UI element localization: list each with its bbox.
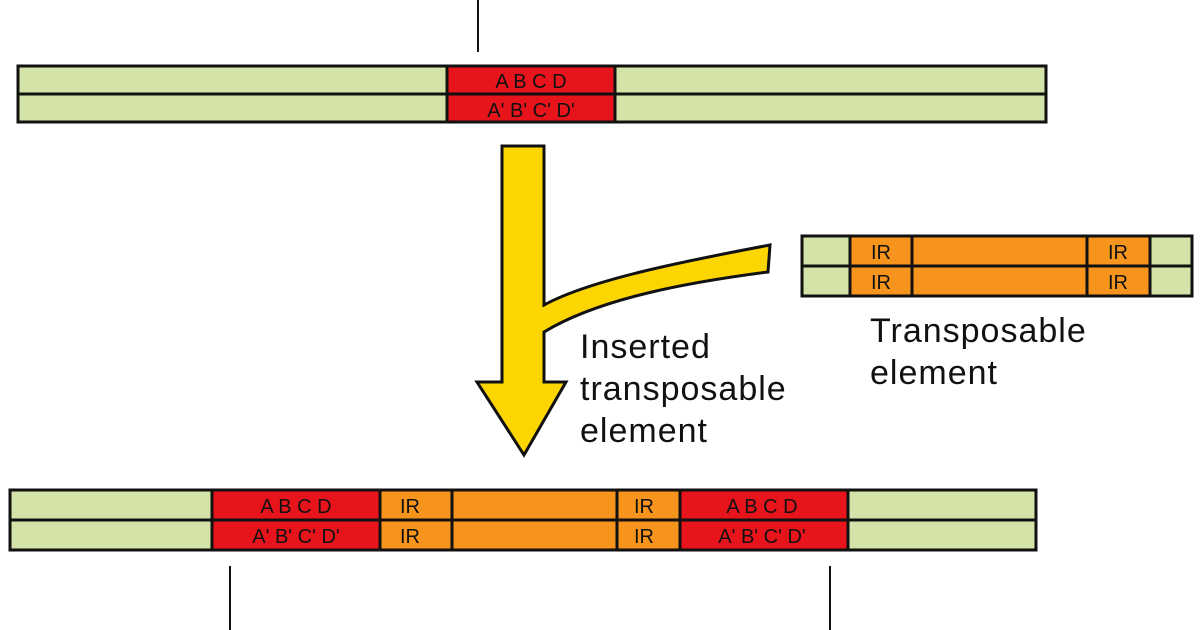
transposon-top-strand — [848, 234, 1152, 268]
down-arrow-with-branch-icon — [474, 144, 772, 458]
ir-label-left-top: IR — [871, 242, 891, 264]
transposable-element: IR IR IR IR — [800, 234, 1194, 298]
left-duplicate-bottom-block — [210, 518, 382, 552]
left-duplicate-top-block — [210, 488, 382, 522]
inserted-ir-right-top: IR — [634, 496, 654, 518]
product-dna: A B C D A' B' C' D' IR IR IR IR A B C D … — [8, 488, 1038, 552]
left-duplicate-bottom-label: A' B' C' D' — [252, 526, 340, 548]
inserted-ir-left-top: IR — [400, 496, 420, 518]
right-duplicate-top-label: A B C D — [726, 496, 797, 518]
target-dna: A B C D A' B' C' D' — [16, 64, 1048, 124]
transposon-bottom-strand — [848, 264, 1152, 298]
transposable-element-caption: Transposable element — [870, 310, 1087, 394]
transposable-caption-line-2: element — [870, 354, 998, 392]
right-duplicate-bottom-block — [678, 518, 850, 552]
ir-label-right-top: IR — [1108, 242, 1128, 264]
inserted-caption-line-3: element — [580, 412, 708, 450]
inserted-ir-left-bottom: IR — [400, 526, 420, 548]
ir-label-left-bottom: IR — [871, 272, 891, 294]
inserted-ir-right-bottom: IR — [634, 526, 654, 548]
target-site-bottom-block — [445, 92, 617, 124]
right-duplicate-bottom-label: A' B' C' D' — [718, 526, 806, 548]
left-duplicate-top-label: A B C D — [260, 496, 331, 518]
inserted-caption-line-2: transposable — [580, 370, 787, 408]
inserted-element-caption: Inserted transposable element — [580, 326, 787, 452]
target-site-bottom-label: A' B' C' D' — [487, 100, 575, 122]
target-site-top-label: A B C D — [495, 71, 566, 93]
inserted-caption-line-1: Inserted — [580, 328, 711, 366]
ir-label-right-bottom: IR — [1108, 272, 1128, 294]
transposable-caption-line-1: Transposable — [870, 312, 1087, 350]
